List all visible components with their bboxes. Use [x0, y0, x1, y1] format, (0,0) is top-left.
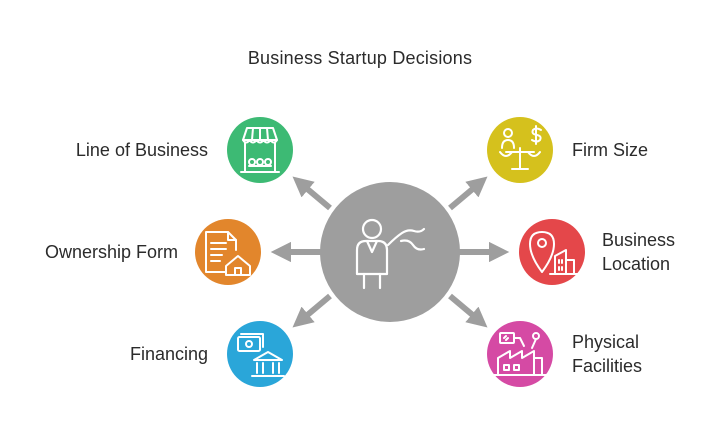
label-physical-facilities: Physical Facilities [572, 330, 642, 378]
person-thinking-icon [355, 218, 426, 290]
person-scale-icon [499, 125, 542, 170]
node-financing[interactable] [223, 317, 297, 391]
node-physical-facilities[interactable] [483, 317, 557, 391]
node-ownership-form[interactable] [191, 215, 265, 289]
connector-arrows [270, 176, 510, 328]
label-financing-text: Financing [129, 344, 208, 364]
arrow-to-firm-size [448, 176, 488, 211]
diagram-title: Business Startup Decisions [247, 48, 473, 68]
label-business-location: Business Location [602, 228, 675, 276]
cash-bank-icon [237, 333, 285, 377]
storefront-icon [240, 127, 280, 173]
label-business-location-line2: Location [602, 254, 671, 274]
label-physical-facilities-line2: Facilities [572, 356, 643, 376]
map-pin-building-icon [529, 231, 579, 275]
center-hub [320, 182, 460, 322]
document-home-icon [205, 231, 251, 276]
label-business-location-line1: Business [602, 230, 676, 250]
label-financing: Financing [130, 342, 208, 366]
arrow-to-financing [292, 293, 332, 328]
arrow-to-line-of-business [292, 176, 332, 211]
factory-icon [493, 332, 547, 376]
node-business-location[interactable] [515, 215, 589, 289]
label-firm-size: Firm Size [572, 138, 648, 162]
node-firm-size[interactable] [483, 113, 557, 187]
label-ownership-form-text: Ownership Form [44, 242, 178, 262]
label-firm-size-text: Firm Size [572, 140, 648, 160]
label-ownership-form: Ownership Form [45, 240, 178, 264]
arrow-to-physical-facilities [448, 293, 488, 328]
label-line-of-business: Line of Business [76, 138, 208, 162]
label-line-of-business-text: Line of Business [75, 140, 208, 160]
node-line-of-business[interactable] [223, 113, 297, 187]
label-physical-facilities-line1: Physical [572, 332, 640, 352]
